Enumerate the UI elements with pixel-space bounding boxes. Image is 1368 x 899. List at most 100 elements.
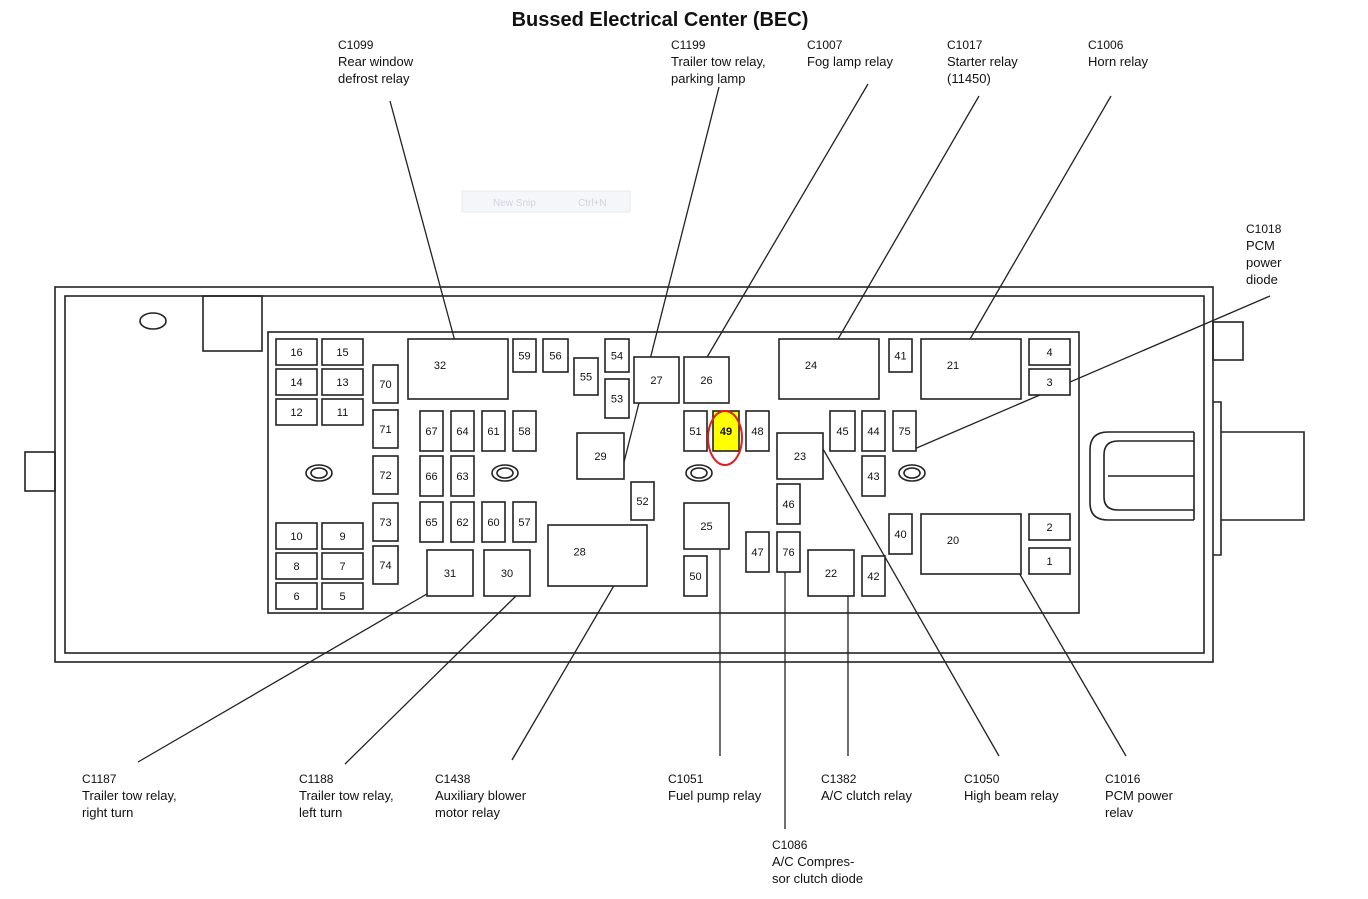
fuse-label: 40	[894, 529, 906, 541]
snip-label: New Snip	[493, 198, 536, 209]
fuse-label: 24	[805, 360, 817, 372]
fuse-label: 4	[1046, 347, 1052, 359]
callout-text: power	[1246, 255, 1282, 270]
callout-code: C1051	[668, 772, 704, 786]
snip-overlay: New Snip Ctrl+N	[461, 190, 631, 213]
fuse-57: 57	[512, 501, 537, 543]
fuse-44: 44	[861, 410, 886, 452]
fuse-label: 67	[425, 426, 437, 438]
fuse-label: 22	[825, 568, 837, 580]
fuse-23: 23	[776, 432, 824, 480]
fuse-40: 40	[888, 513, 913, 555]
callout-text: sor clutch diode	[772, 871, 863, 886]
fuse-label: 14	[290, 377, 302, 389]
callout-text: A/C clutch relay	[821, 788, 913, 803]
bec-housing	[24, 286, 1305, 663]
fuse-label: 2	[1046, 522, 1052, 534]
fuse-label: 8	[293, 561, 299, 573]
fuse-51: 51	[683, 410, 708, 452]
fuse-label: 58	[518, 426, 530, 438]
fuse-label: 47	[751, 547, 763, 559]
fuse-label: 51	[689, 426, 701, 438]
fuse-label: 12	[290, 407, 302, 419]
fuse-label: 27	[650, 375, 662, 387]
callout-text: A/C Compres-	[772, 854, 854, 869]
callout-text: Trailer tow relay,	[299, 788, 394, 803]
fuse-label: 48	[751, 426, 763, 438]
fuse-27: 27	[633, 356, 680, 404]
fuse-13: 13	[321, 368, 364, 396]
fuse-label: 11	[337, 407, 348, 419]
fuse-50: 50	[683, 555, 708, 597]
fuse-53: 53	[604, 378, 630, 419]
fuse-31: 31	[426, 549, 474, 597]
fuse-label: 73	[379, 517, 391, 529]
fuse-6: 6	[275, 582, 318, 610]
fuse-label: 20	[947, 535, 959, 547]
callout-code: C1050	[964, 772, 1000, 786]
fuse-25: 25	[683, 502, 730, 550]
fuse-label: 26	[700, 375, 712, 387]
callout-text: Fuel pump relay	[668, 788, 762, 803]
fuse-label: 63	[456, 471, 468, 483]
callout-code: C1099	[338, 38, 374, 52]
callout-text: Rear window	[338, 54, 414, 69]
fuse-45: 45	[829, 410, 856, 452]
fuse-2: 2	[1028, 513, 1071, 541]
fuse-32: 32	[407, 338, 509, 400]
fuse-4: 4	[1028, 338, 1071, 366]
callout-text: Fog lamp relay	[807, 54, 893, 69]
fuse-label: 30	[501, 568, 513, 580]
fuse-76: 76	[776, 531, 801, 573]
fuse-label: 44	[867, 426, 879, 438]
callout-text: Trailer tow relay,	[82, 788, 177, 803]
fuse-43: 43	[861, 455, 886, 497]
fuse-5: 5	[321, 582, 364, 610]
fuse-label: 64	[456, 426, 468, 438]
fuse-label: 74	[379, 560, 391, 572]
callout-text: High beam relay	[964, 788, 1059, 803]
fuse-label: 75	[898, 426, 910, 438]
callout-text: left turn	[299, 805, 342, 820]
fuse-label: 55	[580, 372, 592, 384]
callout-text: Horn relay	[1088, 54, 1148, 69]
fuse-60: 60	[481, 501, 506, 543]
fuse-41: 41	[888, 338, 913, 373]
fuse-10: 10	[275, 522, 318, 550]
fuse-63: 63	[450, 455, 475, 497]
fuse-70: 70	[372, 364, 399, 404]
fuse-56: 56	[542, 338, 569, 373]
fuse-label: 41	[894, 351, 906, 363]
callout-text: (11450)	[947, 71, 991, 86]
leader-c1017	[833, 95, 980, 347]
snip-shortcut: Ctrl+N	[578, 198, 607, 209]
fuse-62: 62	[450, 501, 475, 543]
callout-text: PCM power	[1105, 788, 1174, 803]
fuse-11: 11	[321, 398, 364, 426]
fuse-64: 64	[450, 410, 475, 452]
fuse-55: 55	[573, 357, 599, 396]
fuse-42: 42	[861, 555, 886, 597]
highlight-ring	[707, 410, 743, 466]
diagram-title: Bussed Electrical Center (BEC)	[512, 9, 809, 31]
callout-text: parking lamp	[671, 71, 745, 86]
leader-c1016	[1014, 565, 1127, 757]
fuse-label: 45	[836, 426, 848, 438]
fuse-59: 59	[512, 338, 537, 373]
fuse-21: 21	[920, 338, 1022, 400]
fuse-47: 47	[745, 531, 770, 573]
fuse-label: 15	[336, 347, 348, 359]
leader-c1007	[702, 83, 869, 365]
fuse-7: 7	[321, 552, 364, 580]
fuse-label: 46	[782, 499, 794, 511]
fuse-65: 65	[419, 501, 444, 543]
